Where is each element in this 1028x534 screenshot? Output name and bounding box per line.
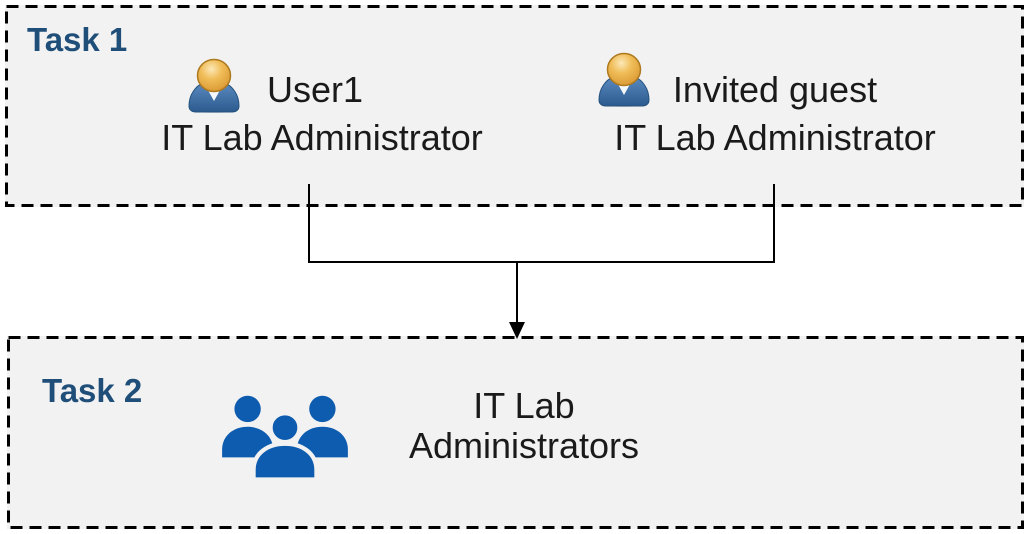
group-name-line2: Administrators [408, 425, 640, 466]
group-name-line1: IT Lab [473, 385, 575, 426]
user-icon [598, 52, 650, 107]
person-name: User1 [266, 69, 364, 110]
user-icon [188, 58, 240, 113]
group-name: IT Lab Administrators [409, 386, 639, 466]
person-role: IT Lab Administrator [161, 117, 483, 158]
people-group-icon [222, 395, 348, 481]
task2-label: Task 2 [42, 372, 143, 409]
task1-label: Task 1 [27, 21, 128, 58]
person-name: Invited guest [672, 69, 878, 110]
person-role: IT Lab Administrator [614, 117, 936, 158]
